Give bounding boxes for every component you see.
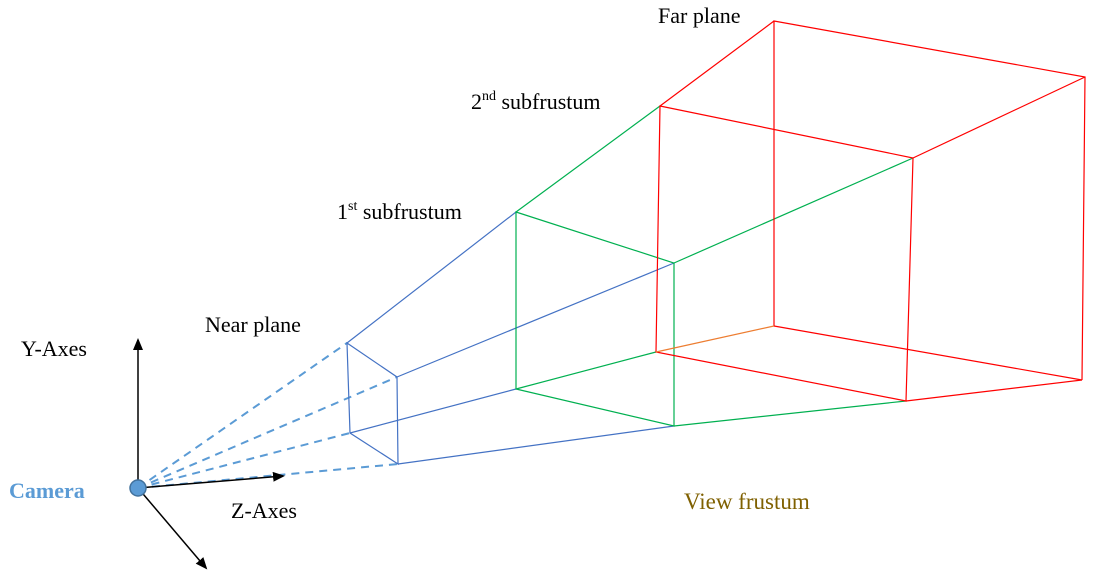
camera-label: Camera: [9, 478, 85, 503]
z-axis-label: Z-Axes: [231, 498, 297, 523]
second-edge-top-left: [659, 20, 775, 107]
near-edge-top-left: [346, 211, 517, 344]
second-subfrustum-section: [655, 20, 1086, 402]
first-edge-top-right: [673, 157, 914, 264]
second-subfrustum-text: subfrustum: [496, 89, 601, 114]
camera-point: [129, 479, 147, 497]
far-plane: [773, 20, 1086, 381]
second-edge-bottom-back: [773, 325, 1083, 381]
x-axis-arrow: [137, 487, 208, 570]
far-plane-bottom-edge: [655, 325, 775, 353]
axes: [133, 338, 285, 570]
near-edge-bottom-left: [349, 388, 517, 434]
first-subfrustum-plane: [515, 211, 675, 427]
near-plane-label: Near plane: [205, 312, 301, 337]
far-plane-label: Far plane: [658, 3, 741, 28]
near-edge-bottom-right: [397, 425, 675, 465]
first-subfrustum-ordinal: st: [348, 199, 358, 214]
near-plane: [346, 341, 399, 466]
first-edge-bottom-left: [515, 351, 657, 390]
first-edge-top-left: [515, 105, 661, 213]
view-frustum-label: View frustum: [684, 489, 810, 514]
first-subfrustum-text: subfrustum: [357, 199, 462, 224]
ray-top-right: [137, 376, 398, 489]
second-edge-top-right: [912, 76, 1086, 159]
ray-top-left: [137, 342, 348, 489]
near-edge-top-right: [396, 262, 675, 378]
near-section: [346, 211, 675, 466]
first-edge-bottom-right: [673, 400, 907, 427]
first-subfrustum-section: [515, 105, 914, 427]
second-subfrustum-ordinal: nd: [482, 89, 496, 104]
first-subfrustum-number: 1: [337, 199, 348, 224]
second-edge-bottom-right: [905, 379, 1083, 402]
second-subfrustum-number: 2: [471, 89, 482, 114]
y-axis-label: Y-Axes: [21, 336, 87, 361]
second-subfrustum-label: 2nd subfrustum: [471, 89, 601, 114]
z-axis-arrow: [137, 471, 285, 489]
first-subfrustum-label: 1st subfrustum: [337, 199, 462, 224]
camera-rays: [137, 342, 399, 489]
ray-bottom-left: [137, 432, 351, 489]
